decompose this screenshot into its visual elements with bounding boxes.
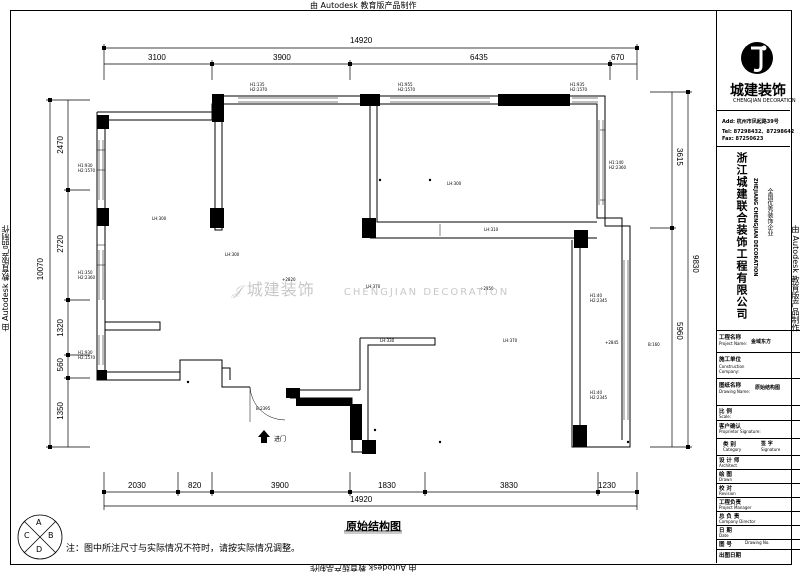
watermark-top: 由 Autodesk 教育版产品制作 [310,1,417,10]
title-block-frame [716,10,791,563]
dim-bottom-1: 820 [188,481,202,490]
drawing-note: 注：图中所注尺寸与实际情况不符时，请按实际情况调整。 [66,544,301,554]
company-name-en: CHENGJIAN DECORATION [733,98,796,104]
entrance-label: 进门 [274,436,287,443]
dim-right-total: 9830 [691,255,700,273]
company-logo [737,38,777,78]
lh370b: LH:370 [503,338,518,343]
dim-bottom-4: 3830 [500,481,518,490]
outer-frame [10,10,792,565]
watermark-logo-icon: 𝒥 [232,283,242,299]
tb-row-category: 类 别 Category 签 字 Signature [717,438,800,455]
company-tel: Tel: 87298432、87298642 [722,129,795,135]
tb-row-architect: 设 计 师 Architect [717,455,800,469]
floor-plan [17,44,692,560]
compass-b: B [48,531,54,540]
h2820: +2820 [282,277,296,282]
watermark-en: CHENGJIAN DECORATION [343,287,510,298]
tb-row-project: 工程名称 Project Name: 金域东方 [717,330,800,351]
dim-left-4: 1350 [56,402,65,420]
dim-bottom-total: 14920 [350,495,373,504]
compass-c: C [24,531,30,540]
tb-row-revision: 校 对 Revision [717,483,800,497]
tb-row-drawing-no: 图 号 Drawing No. [717,539,800,550]
tb-row-scale: 比 例 Scale: [717,405,800,420]
tb-row-drawing-name: 图纸名称 Drawing Name: 原始结构图 [717,378,800,397]
dim-left-1: 2720 [56,235,65,253]
dim-bottom-3: 1830 [378,481,396,490]
lh310: LH:310 [484,227,499,232]
b160: B:160 [648,342,660,347]
tb-row-director: 总 负 责 Company Director [717,511,800,525]
dim-top-0: 3100 [148,53,166,62]
tb-row-project-manager: 工程负责 Project Manager [717,497,800,511]
lh330: LH:330 [380,338,395,343]
b2395: B:2395 [256,406,271,411]
lh300c: LH:300 [447,181,462,186]
tb-divider-1 [717,110,790,111]
compass-a: A [36,518,42,527]
dim-bottom-2: 3900 [271,481,289,490]
company-fax: Fax: 87250623 [722,136,764,142]
dim-right-0: 3615 [675,148,684,166]
company-name-cn: 城建装饰 [730,83,786,99]
dim-bottom-0: 2030 [128,481,146,490]
dim-top-3: 670 [611,53,625,62]
dim-left-0: 2470 [56,136,65,154]
company-full-name-en: ZHEJIANG CHENGJIAN DECORATION [752,178,758,277]
lh300b: LH:300 [225,252,240,257]
company-full-name: 浙江城建联合装饰工程有限公司 [735,152,748,320]
plan-watermark: 𝒥 城建装饰 CHENGJIAN DECORATION [232,276,509,300]
drawing-title: 原始结构图 [346,520,401,533]
dim-left-3: 560 [56,358,65,372]
watermark-right: 由 Autodesk 教育版产品制作 [791,225,800,332]
company-address: Add: 杭州市凤起路39号 [722,119,779,125]
compass-d: D [36,545,43,554]
dim-bottom-5: 1230 [598,481,616,490]
lh300a: LH:300 [152,216,167,221]
tb-divider-2 [717,146,790,147]
dim-top-total: 14920 [350,36,373,45]
company-slogan: 全国优秀装饰企业 [766,188,773,236]
lh370a: LH:370 [366,284,381,289]
tb-row-construction: 施工单位 Construction Company: [717,352,800,379]
dim-right-1: 5960 [675,322,684,340]
tb-row-proprietor: 客户确认 Proprietor Signature: [717,420,800,439]
dim-top-1: 3900 [273,53,291,62]
tb-row-drawn: 绘 图 Drawn [717,469,800,483]
dim-left-total: 10070 [36,258,45,281]
tb-row-date: 日 期 Date [717,525,800,539]
h2850: +2850 [480,286,494,291]
h2845: +2845 [605,340,619,345]
watermark-cn: 城建装饰 [246,280,315,299]
dim-top-2: 6435 [470,53,488,62]
tb-row-print-date: 出图日期 [717,549,800,562]
logo-icon [741,42,773,74]
dim-left-2: 1320 [56,319,65,337]
